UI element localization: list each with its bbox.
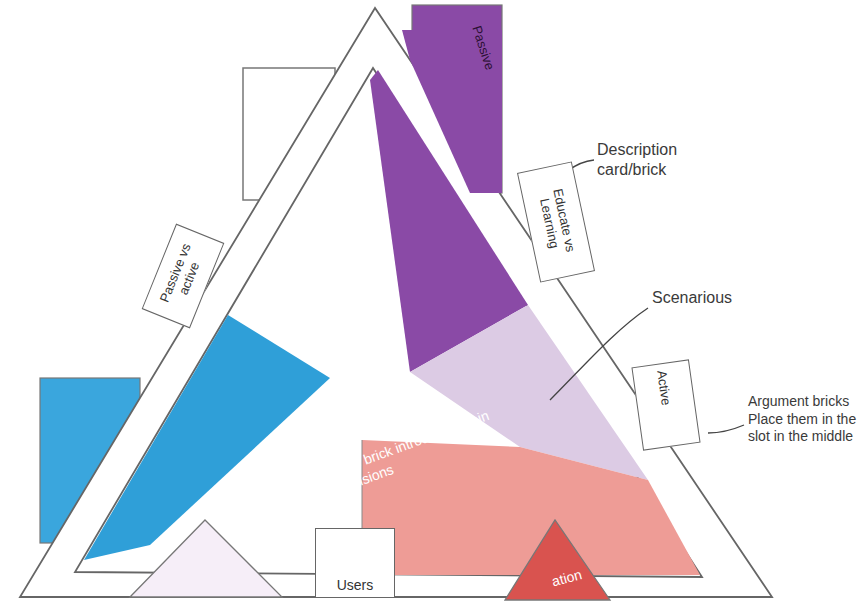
card-text: Active (654, 369, 674, 406)
annotation: Argument bricks Place them in the slot i… (748, 393, 860, 446)
description-card: Active (631, 359, 700, 450)
annotation: Description card/brick (597, 140, 727, 180)
annotation: Scenarious (652, 288, 762, 308)
small-triangle (130, 520, 282, 597)
card-text: Educate vs Learning (531, 171, 581, 273)
leader-line (708, 425, 744, 433)
outer-triangle (20, 8, 772, 597)
description-card: Users (315, 528, 395, 598)
card-text: Users (337, 577, 374, 593)
